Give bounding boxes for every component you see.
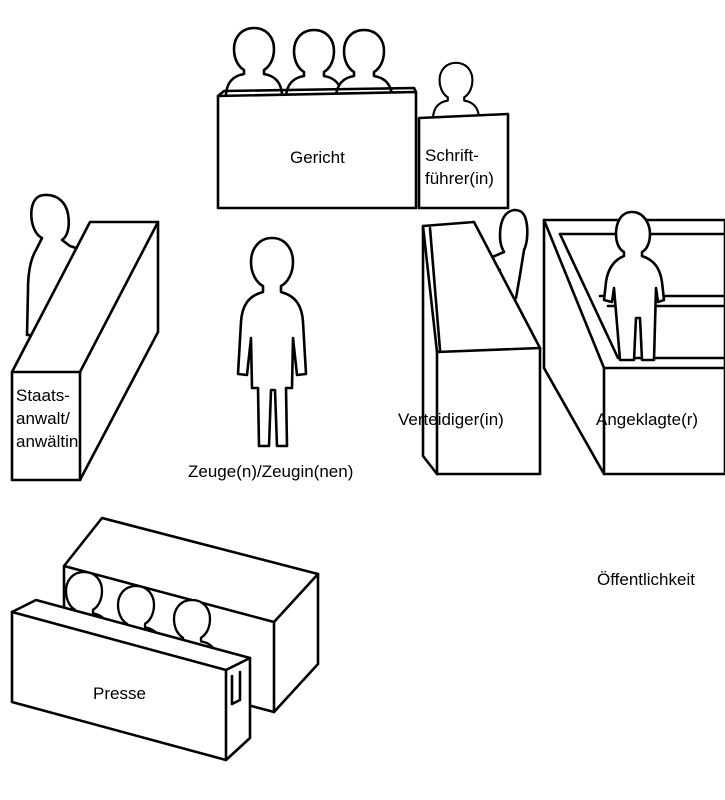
prosecutor-desk — [10, 220, 160, 482]
judges-bench — [216, 86, 418, 210]
defendant-figure-icon — [602, 210, 666, 362]
court-label: Gericht — [290, 148, 345, 167]
prosecutor-label: Staats- anwalt/ anwältin — [16, 386, 79, 451]
defender-label: Verteidiger(in) — [398, 410, 504, 429]
public-label: Öffentlichkeit — [597, 570, 695, 589]
witness-label: Zeuge(n)/Zeugin(nen) — [188, 462, 354, 481]
defender-desk — [421, 220, 542, 476]
press-bench — [10, 598, 252, 762]
prosecutor-figure-icon — [25, 193, 98, 337]
clerk-label: Schrift- führer(in) — [425, 146, 494, 188]
defendant-label: Angeklagte(r) — [596, 410, 699, 429]
witness-figure-icon — [236, 236, 308, 448]
clerk-desk — [417, 112, 510, 210]
press-label: Presse — [93, 684, 146, 703]
